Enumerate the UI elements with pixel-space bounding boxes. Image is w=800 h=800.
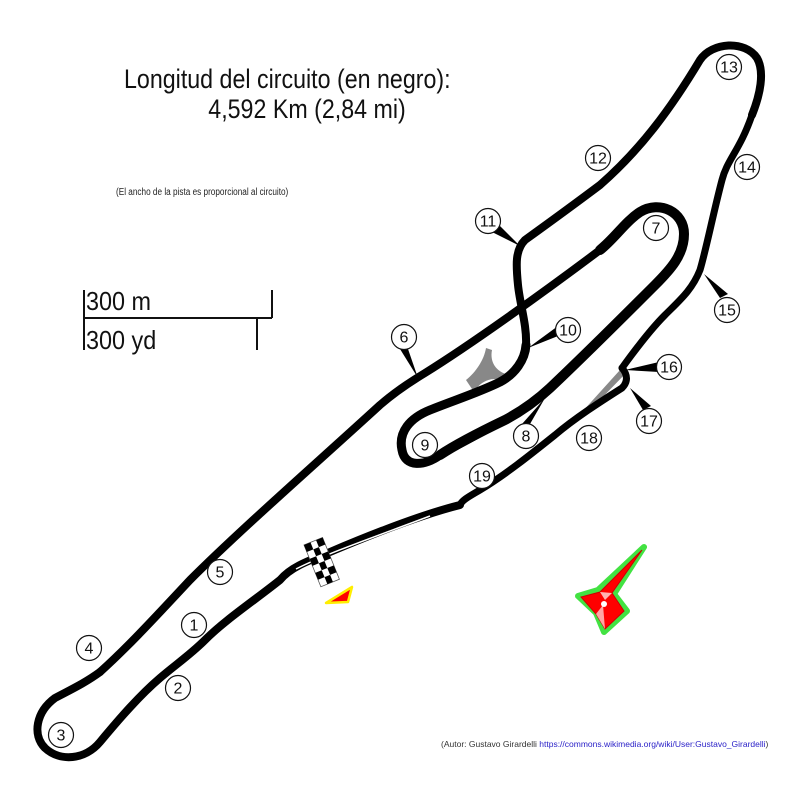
- turn-circle: [584, 144, 612, 172]
- turn-marker-17: 17: [635, 407, 663, 435]
- track-section-turn8: [438, 395, 542, 459]
- turn-number: 9: [421, 438, 430, 455]
- track-section-turn4-to-turn6: [96, 246, 604, 676]
- turn-marker-18: 18: [575, 424, 603, 452]
- turn-circle: [655, 353, 683, 381]
- turn-marker-4: 4: [75, 634, 103, 662]
- turn-circle: [206, 558, 234, 586]
- scale-bar: [83, 290, 273, 350]
- turn-marker-16: 16: [655, 353, 683, 381]
- turn-marker-1: 1: [180, 611, 208, 639]
- turn-circle: [411, 431, 439, 459]
- runoff-area-turn-16: [582, 370, 627, 412]
- turn-marker-7: 7: [642, 214, 670, 242]
- turn-pointers: [400, 226, 728, 424]
- turn-number: 1: [190, 618, 199, 635]
- turn-circle: [47, 721, 75, 749]
- pointer-turn-10: [528, 326, 558, 348]
- turn-circle: [642, 214, 670, 242]
- turn-marker-2: 2: [164, 674, 192, 702]
- title-line-2-length: 4,592 Km (2,84 mi): [208, 94, 406, 124]
- turn-circle: [468, 462, 496, 490]
- turn-circle: [164, 674, 192, 702]
- title-line-1: Longitud del circuito (en negro):: [124, 64, 451, 94]
- pointer-turn-8: [522, 398, 545, 424]
- pit-lane: [288, 505, 457, 574]
- turn-number: 5: [216, 565, 225, 582]
- pit-lane-inner-gap: [295, 515, 431, 570]
- turn-number: 14: [738, 160, 756, 177]
- turn-circle: [713, 296, 741, 324]
- turn-marker-3: 3: [47, 721, 75, 749]
- turn-circle: [715, 53, 743, 81]
- pointer-turn-16: [625, 362, 659, 372]
- turn-marker-12: 12: [584, 144, 612, 172]
- pointer-turn-6: [400, 349, 418, 378]
- turn-number: 8: [522, 429, 531, 446]
- turn-number: 6: [400, 330, 409, 347]
- turn-number: 11: [480, 214, 497, 231]
- credit-prefix: (Autor: Gustavo Girardelli: [441, 739, 540, 749]
- track-section-turn14-to-turn15: [618, 111, 756, 372]
- turn-marker-9: 9: [411, 431, 439, 459]
- turn-marker-5: 5: [206, 558, 234, 586]
- turn-marker-10: 10: [554, 316, 582, 344]
- north-compass-star-icon: [575, 544, 647, 635]
- direction-arrow-icon: [324, 585, 354, 605]
- pointer-turn-11: [492, 226, 520, 246]
- runoff-area-turn-10: [466, 348, 506, 392]
- turn-marker-15: 15: [713, 296, 741, 324]
- turn-circle: [554, 316, 582, 344]
- track-width-note: (El ancho de la pista es proporcional al…: [116, 187, 289, 198]
- turn-number: 2: [174, 681, 183, 698]
- turn-number: 18: [580, 431, 598, 448]
- turn-circle: [474, 207, 502, 235]
- turn-number: 13: [720, 60, 738, 77]
- turn-number: 4: [85, 641, 94, 658]
- turn-number: 19: [473, 469, 491, 486]
- scale-label-imperial: 300 yd: [86, 325, 157, 355]
- turn-number: 12: [589, 151, 607, 168]
- turn-marker-14: 14: [733, 153, 761, 181]
- turn-number: 3: [57, 728, 66, 745]
- turn-circle: [575, 424, 603, 452]
- pointer-turn-17: [630, 388, 651, 410]
- pointer-turn-15: [704, 274, 728, 298]
- track-section-turn9-hairpin: [396, 340, 531, 468]
- turn-marker-13: 13: [715, 53, 743, 81]
- runoff-areas: [466, 348, 627, 412]
- author-profile-link[interactable]: https://commons.wikimedia.org/wiki/User:…: [539, 739, 766, 749]
- turn-circle: [512, 422, 540, 450]
- turn-number: 15: [718, 303, 736, 320]
- turn-number: 16: [660, 360, 678, 377]
- turn-number: 17: [640, 414, 658, 431]
- scale-label-metric: 300 m: [86, 286, 152, 316]
- turn-circle: [180, 611, 208, 639]
- turn-marker-6: 6: [390, 323, 418, 351]
- turn-marker-8: 8: [512, 422, 540, 450]
- turn-circle: [635, 407, 663, 435]
- turn-marker-19: 19: [468, 462, 496, 490]
- track: [33, 41, 766, 762]
- track-length-title: Longitud del circuito (en negro): 4,592 …: [124, 64, 485, 124]
- turn-circle: [733, 153, 761, 181]
- turn-circle: [390, 323, 418, 351]
- author-credit: (Autor: Gustavo Girardelli https://commo…: [441, 739, 768, 749]
- turn-circle: [75, 634, 103, 662]
- track-section-turn10-to-turn13: [512, 41, 766, 349]
- track-section-start-to-turn3: [33, 501, 464, 762]
- turn-number: 10: [559, 323, 577, 340]
- track-section-turn16-to-finish: [456, 364, 630, 509]
- credit-suffix: ): [765, 739, 769, 749]
- turn-number: 7: [652, 221, 661, 238]
- checkered-flag-icon: [303, 536, 340, 588]
- turn-marker-11: 11: [474, 207, 502, 235]
